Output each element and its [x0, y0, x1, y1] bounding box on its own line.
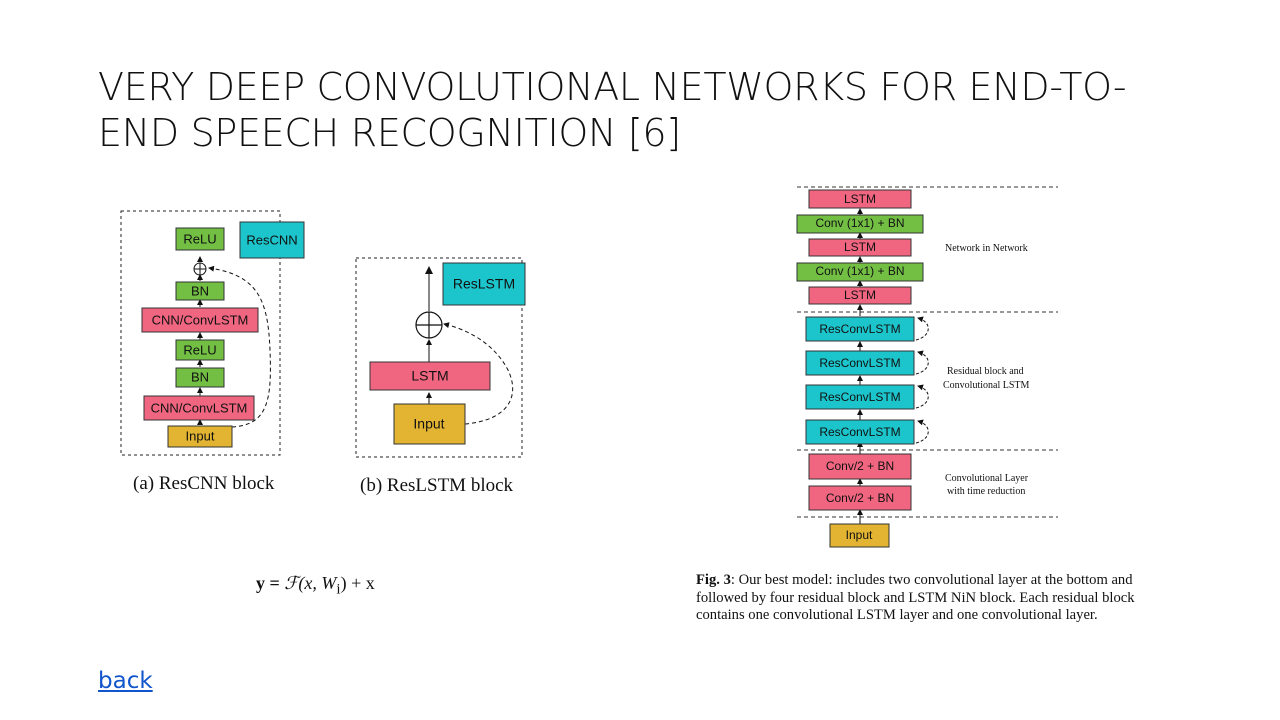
fig-a-block-input: Input — [167, 425, 233, 448]
back-link[interactable]: back — [98, 668, 153, 694]
fig3-block-input: Input — [829, 523, 890, 548]
formula-tail: ) + x — [340, 573, 375, 593]
fig3-architecture: LSTM Conv (1x1) + BN LSTM Conv (1x1) + B… — [796, 186, 1058, 548]
fig-a-block-cnn-bottom: CNN/ConvLSTM — [143, 395, 255, 421]
formula-rhs: ℱ(x, W — [284, 573, 337, 593]
slide-title-line2: END SPEECH RECOGNITION [6] — [98, 111, 681, 155]
fig-a-block-label: CNN/ConvLSTM — [151, 400, 248, 415]
fig3-block-label: Conv (1x1) + BN — [815, 264, 904, 278]
fig3-label-res-line1: Residual block and — [947, 366, 1024, 377]
fig3-block-lstm-bottom: LSTM — [808, 286, 912, 305]
fig-a-tag-label: ResCNN — [246, 232, 297, 247]
fig-a-block-label: BN — [191, 283, 209, 298]
fig-a-block-label: Input — [186, 428, 215, 443]
fig3-caption: Fig. 3: Our best model: includes two con… — [696, 572, 1166, 625]
fig3-block-label: Conv/2 + BN — [826, 459, 894, 473]
fig3-block-resconvlstm-4: ResConvLSTM — [805, 419, 915, 445]
fig-b-dashed-frame — [355, 257, 523, 458]
fig3-block-resconvlstm-2: ResConvLSTM — [805, 350, 915, 376]
formula-subscript: i — [336, 581, 341, 598]
fig-a-rescnn-block: ResCNN ReLU BN CNN/ConvLSTM — [120, 210, 305, 494]
fig-b-block-lstm: LSTM — [369, 361, 491, 391]
fig-b-block-label: LSTM — [411, 368, 448, 384]
fig-a-block-label: CNN/ConvLSTM — [152, 312, 249, 327]
fig3-block-label: Input — [846, 528, 873, 542]
fig-a-caption: (a) ResCNN block — [133, 473, 275, 494]
fig-a-block-cnn-top: CNN/ConvLSTM — [141, 307, 259, 333]
fig3-block-conv1x1-bottom: Conv (1x1) + BN — [796, 262, 924, 282]
fig3-block-conv1x1-top: Conv (1x1) + BN — [796, 214, 924, 234]
fig-b-sum-node — [415, 311, 443, 339]
fig3-label-conv-line2: with time reduction — [947, 486, 1025, 497]
fig-b-block-input: Input — [393, 403, 466, 445]
fig3-label-res-line2: Convolutional LSTM — [943, 380, 1030, 391]
fig3-caption-text: : Our best model: includes two convoluti… — [696, 572, 1135, 623]
fig-a-sum-node — [193, 262, 207, 276]
fig3-block-lstm-top: LSTM — [808, 189, 912, 209]
fig3-block-resconvlstm-1: ResConvLSTM — [805, 316, 915, 342]
fig3-block-label: LSTM — [844, 240, 876, 254]
fig3-label-conv-line1: Convolutional Layer — [945, 473, 1029, 484]
fig3-block-lstm-mid: LSTM — [808, 238, 912, 257]
slide-title: VERY DEEP CONVOLUTIONAL NETWORKS FOR END… — [98, 64, 1218, 156]
fig-a-block-label: ReLU — [183, 342, 216, 357]
fig-b-block-label: Input — [413, 416, 444, 432]
fig-b-tag: ResLSTM — [442, 262, 526, 306]
fig3-label-nin: Network in Network — [945, 243, 1028, 254]
fig-b-tag-label: ResLSTM — [453, 276, 515, 292]
fig3-block-label: LSTM — [844, 192, 876, 206]
slide-title-line1: VERY DEEP CONVOLUTIONAL NETWORKS FOR END… — [98, 65, 1127, 109]
fig3-block-label: ResConvLSTM — [819, 390, 900, 404]
fig-a-block-bn-top: BN — [175, 281, 225, 301]
fig3-block-label: ResConvLSTM — [819, 322, 900, 336]
fig-a-block-relu-top: ReLU — [175, 227, 225, 251]
fig-a-block-relu-mid: ReLU — [175, 339, 225, 361]
fig3-block-label: ResConvLSTM — [819, 356, 900, 370]
fig-a-skip-connection — [208, 265, 271, 428]
fig-a-block-label: BN — [191, 369, 209, 384]
fig-a-block-bn-mid: BN — [175, 367, 225, 388]
fig3-block-label: ResConvLSTM — [819, 425, 900, 439]
fig-b-caption: (b) ResLSTM block — [360, 475, 514, 496]
fig3-block-conv2-top: Conv/2 + BN — [808, 453, 912, 480]
residual-formula: y = ℱ(x, Wi) + x — [256, 573, 375, 599]
fig3-block-label: Conv/2 + BN — [826, 491, 894, 505]
fig-a-block-label: ReLU — [183, 231, 216, 246]
fig-b-skip-connection — [443, 322, 514, 425]
formula-lhs: y = — [256, 573, 285, 593]
fig3-block-conv2-bottom: Conv/2 + BN — [808, 485, 912, 511]
fig-a-dashed-frame — [120, 210, 281, 456]
fig-a-tag: ResCNN — [239, 221, 305, 259]
fig3-block-resconvlstm-3: ResConvLSTM — [805, 384, 915, 410]
fig3-block-label: LSTM — [844, 288, 876, 302]
fig3-block-label: Conv (1x1) + BN — [815, 216, 904, 230]
fig-b-reslstm-block: ResLSTM LSTM Input (b) ResLSTM block — [355, 257, 526, 496]
fig3-caption-label: Fig. 3 — [696, 572, 731, 588]
